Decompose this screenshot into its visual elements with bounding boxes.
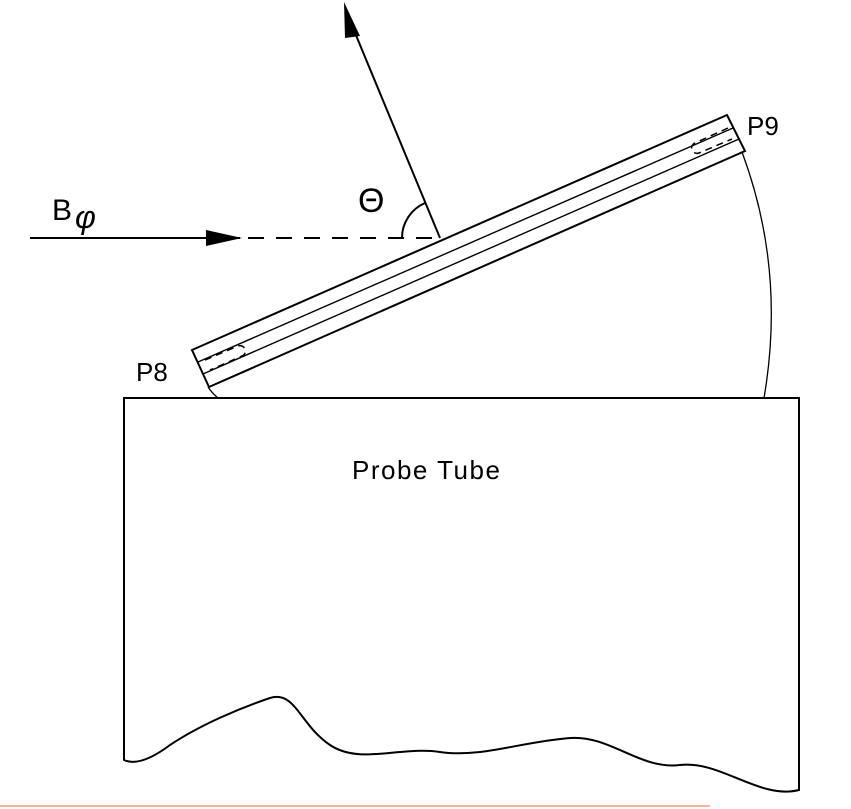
normal-vector-arrow xyxy=(352,27,441,239)
b-field-arrowhead xyxy=(206,230,242,246)
normal-vector-arrowhead xyxy=(344,2,360,38)
theta-angle-arc xyxy=(400,202,426,239)
probe-bar-inner-line-bottom xyxy=(202,138,740,375)
b-field-subscript-label: φ xyxy=(75,199,96,235)
p8-label: P8 xyxy=(136,357,168,387)
probe-bar xyxy=(190,113,747,389)
probe-tube-label: Probe Tube xyxy=(352,455,501,485)
rotation-arc-left xyxy=(207,386,219,399)
probe-tube-body xyxy=(123,397,800,793)
probe-sensor-p9-outline xyxy=(690,127,733,155)
b-field-label: B xyxy=(52,194,72,227)
rotation-arc-right xyxy=(741,151,772,399)
probe-bar-inner-line-top xyxy=(197,127,734,363)
theta-label: Θ xyxy=(358,182,384,220)
probe-sensor-p8-outline xyxy=(204,344,247,371)
p9-label: P9 xyxy=(747,111,779,141)
